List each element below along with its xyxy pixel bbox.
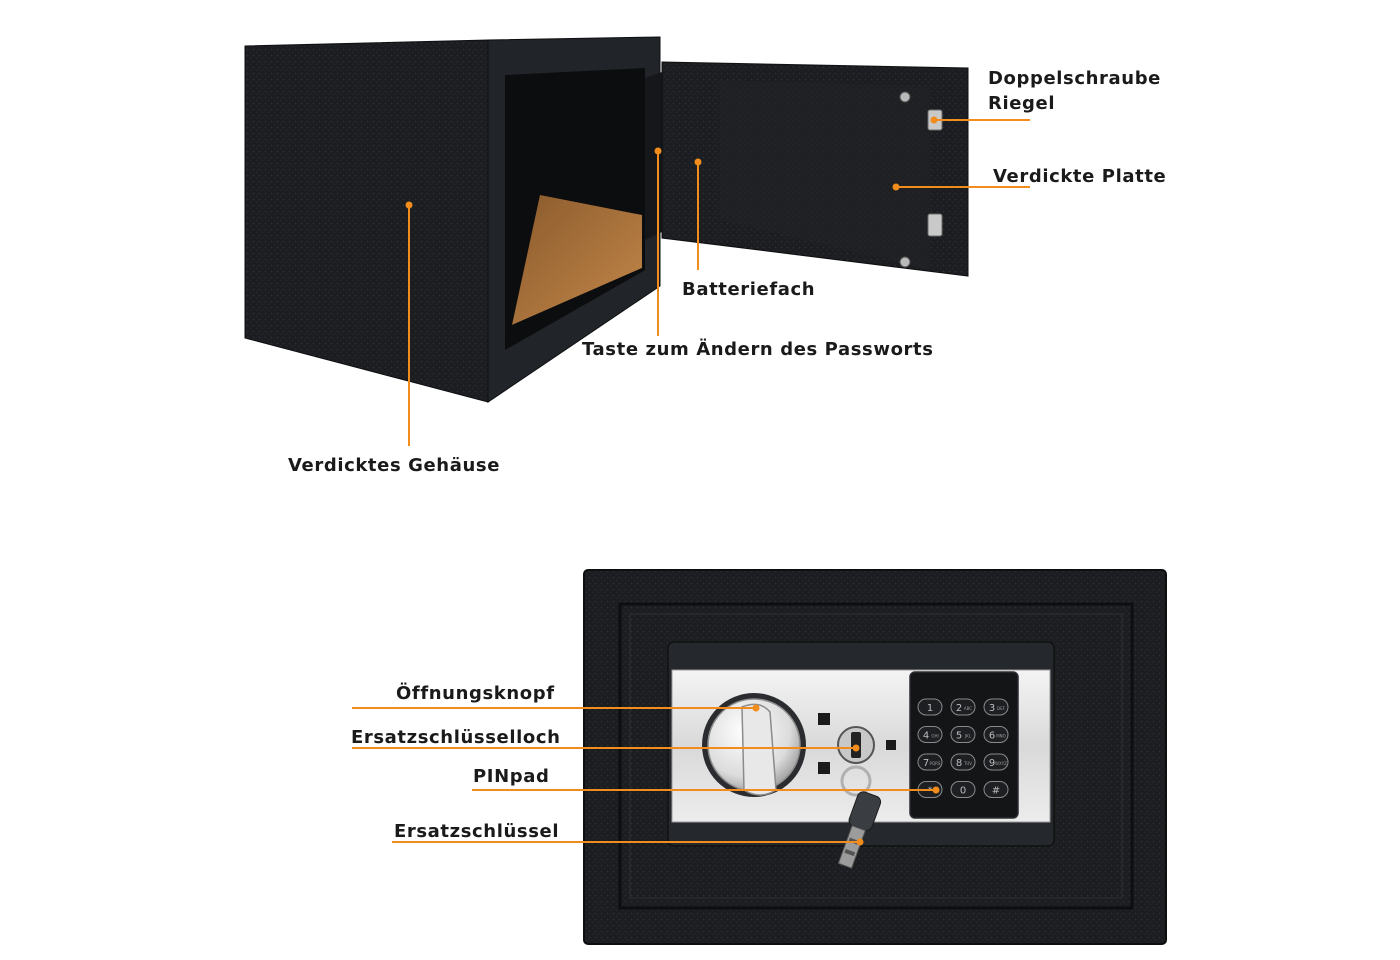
- keypad-key-letters: ABC: [964, 706, 972, 711]
- callout-dot: [694, 158, 702, 166]
- keypad-key-digit: 3: [989, 703, 995, 714]
- label-ersatzschluessel: Ersatzschlüssel: [394, 821, 560, 842]
- keypad-key-digit: 2: [956, 703, 962, 714]
- keypad-key-letters: TUV: [963, 761, 972, 766]
- keypad-key-letters: JKL: [964, 734, 972, 739]
- label-doppelschraube-line1: Doppelschraube: [988, 68, 1161, 89]
- label-doppelschraube-riegel: Doppelschraube Riegel: [988, 66, 1161, 116]
- spare-key: [837, 791, 882, 869]
- keypad-key-digit: 5: [956, 731, 962, 742]
- label-doppelschraube-line2: Riegel: [988, 93, 1056, 114]
- bottom-callouts: [352, 707, 936, 843]
- callout-dot: [654, 147, 662, 155]
- label-pinpad: PINpad: [473, 766, 550, 787]
- label-verdickte-platte: Verdickte Platte: [993, 166, 1167, 187]
- label-taste-passwort: Taste zum Ändern des Passworts: [582, 339, 934, 360]
- keypad-key-digit: 9: [989, 758, 995, 769]
- label-ersatzschluesselloch: Ersatzschlüsselloch: [351, 727, 561, 748]
- callout-dot: [892, 183, 900, 191]
- keypad-key-letters: WXYZ: [995, 761, 1007, 766]
- callout-dot: [932, 786, 940, 794]
- keypad-key-letters: MNO: [996, 734, 1006, 739]
- callout-dot: [930, 116, 938, 124]
- safe-door-edge: [645, 72, 662, 240]
- keypad-key-digit: #: [992, 786, 1000, 797]
- keypad-key[interactable]: #: [983, 781, 1009, 798]
- top-callouts: [408, 119, 1030, 446]
- safe-body-side: [244, 39, 489, 403]
- keypad-key-digit: 0: [960, 786, 966, 797]
- door-screw-icon: [899, 91, 911, 103]
- label-verdicktes-gehaeuse: Verdicktes Gehäuse: [288, 455, 500, 476]
- keypad-key[interactable]: 0: [950, 781, 976, 798]
- keypad-key-digit: 7: [923, 758, 929, 769]
- callout-dot: [405, 201, 413, 209]
- callout-dot: [752, 704, 760, 712]
- keypad-key-digit: 6: [989, 731, 995, 742]
- keypad-key-digit: 4: [923, 731, 929, 742]
- label-batteriefach: Batteriefach: [682, 279, 816, 300]
- keypad-key-digit: 1: [927, 703, 933, 714]
- keypad-key-letters: DEF: [997, 706, 1006, 711]
- open-safe-illustration: [244, 36, 969, 403]
- safe-interior-floor: [512, 195, 642, 325]
- locking-bolt-bottom: [927, 213, 943, 237]
- label-oeffnungsknopf: Öffnungsknopf: [396, 683, 555, 704]
- safe-door-frame: [618, 602, 1134, 910]
- keypad-key[interactable]: 1: [917, 698, 943, 716]
- door-screw-icon: [899, 256, 911, 268]
- keypad-key-letters: GHI: [931, 734, 938, 739]
- callout-dot: [856, 838, 864, 846]
- keypad-key-digit: 8: [956, 758, 962, 769]
- callout-dot: [852, 744, 860, 752]
- keypad-key-letters: PQRS: [930, 761, 941, 766]
